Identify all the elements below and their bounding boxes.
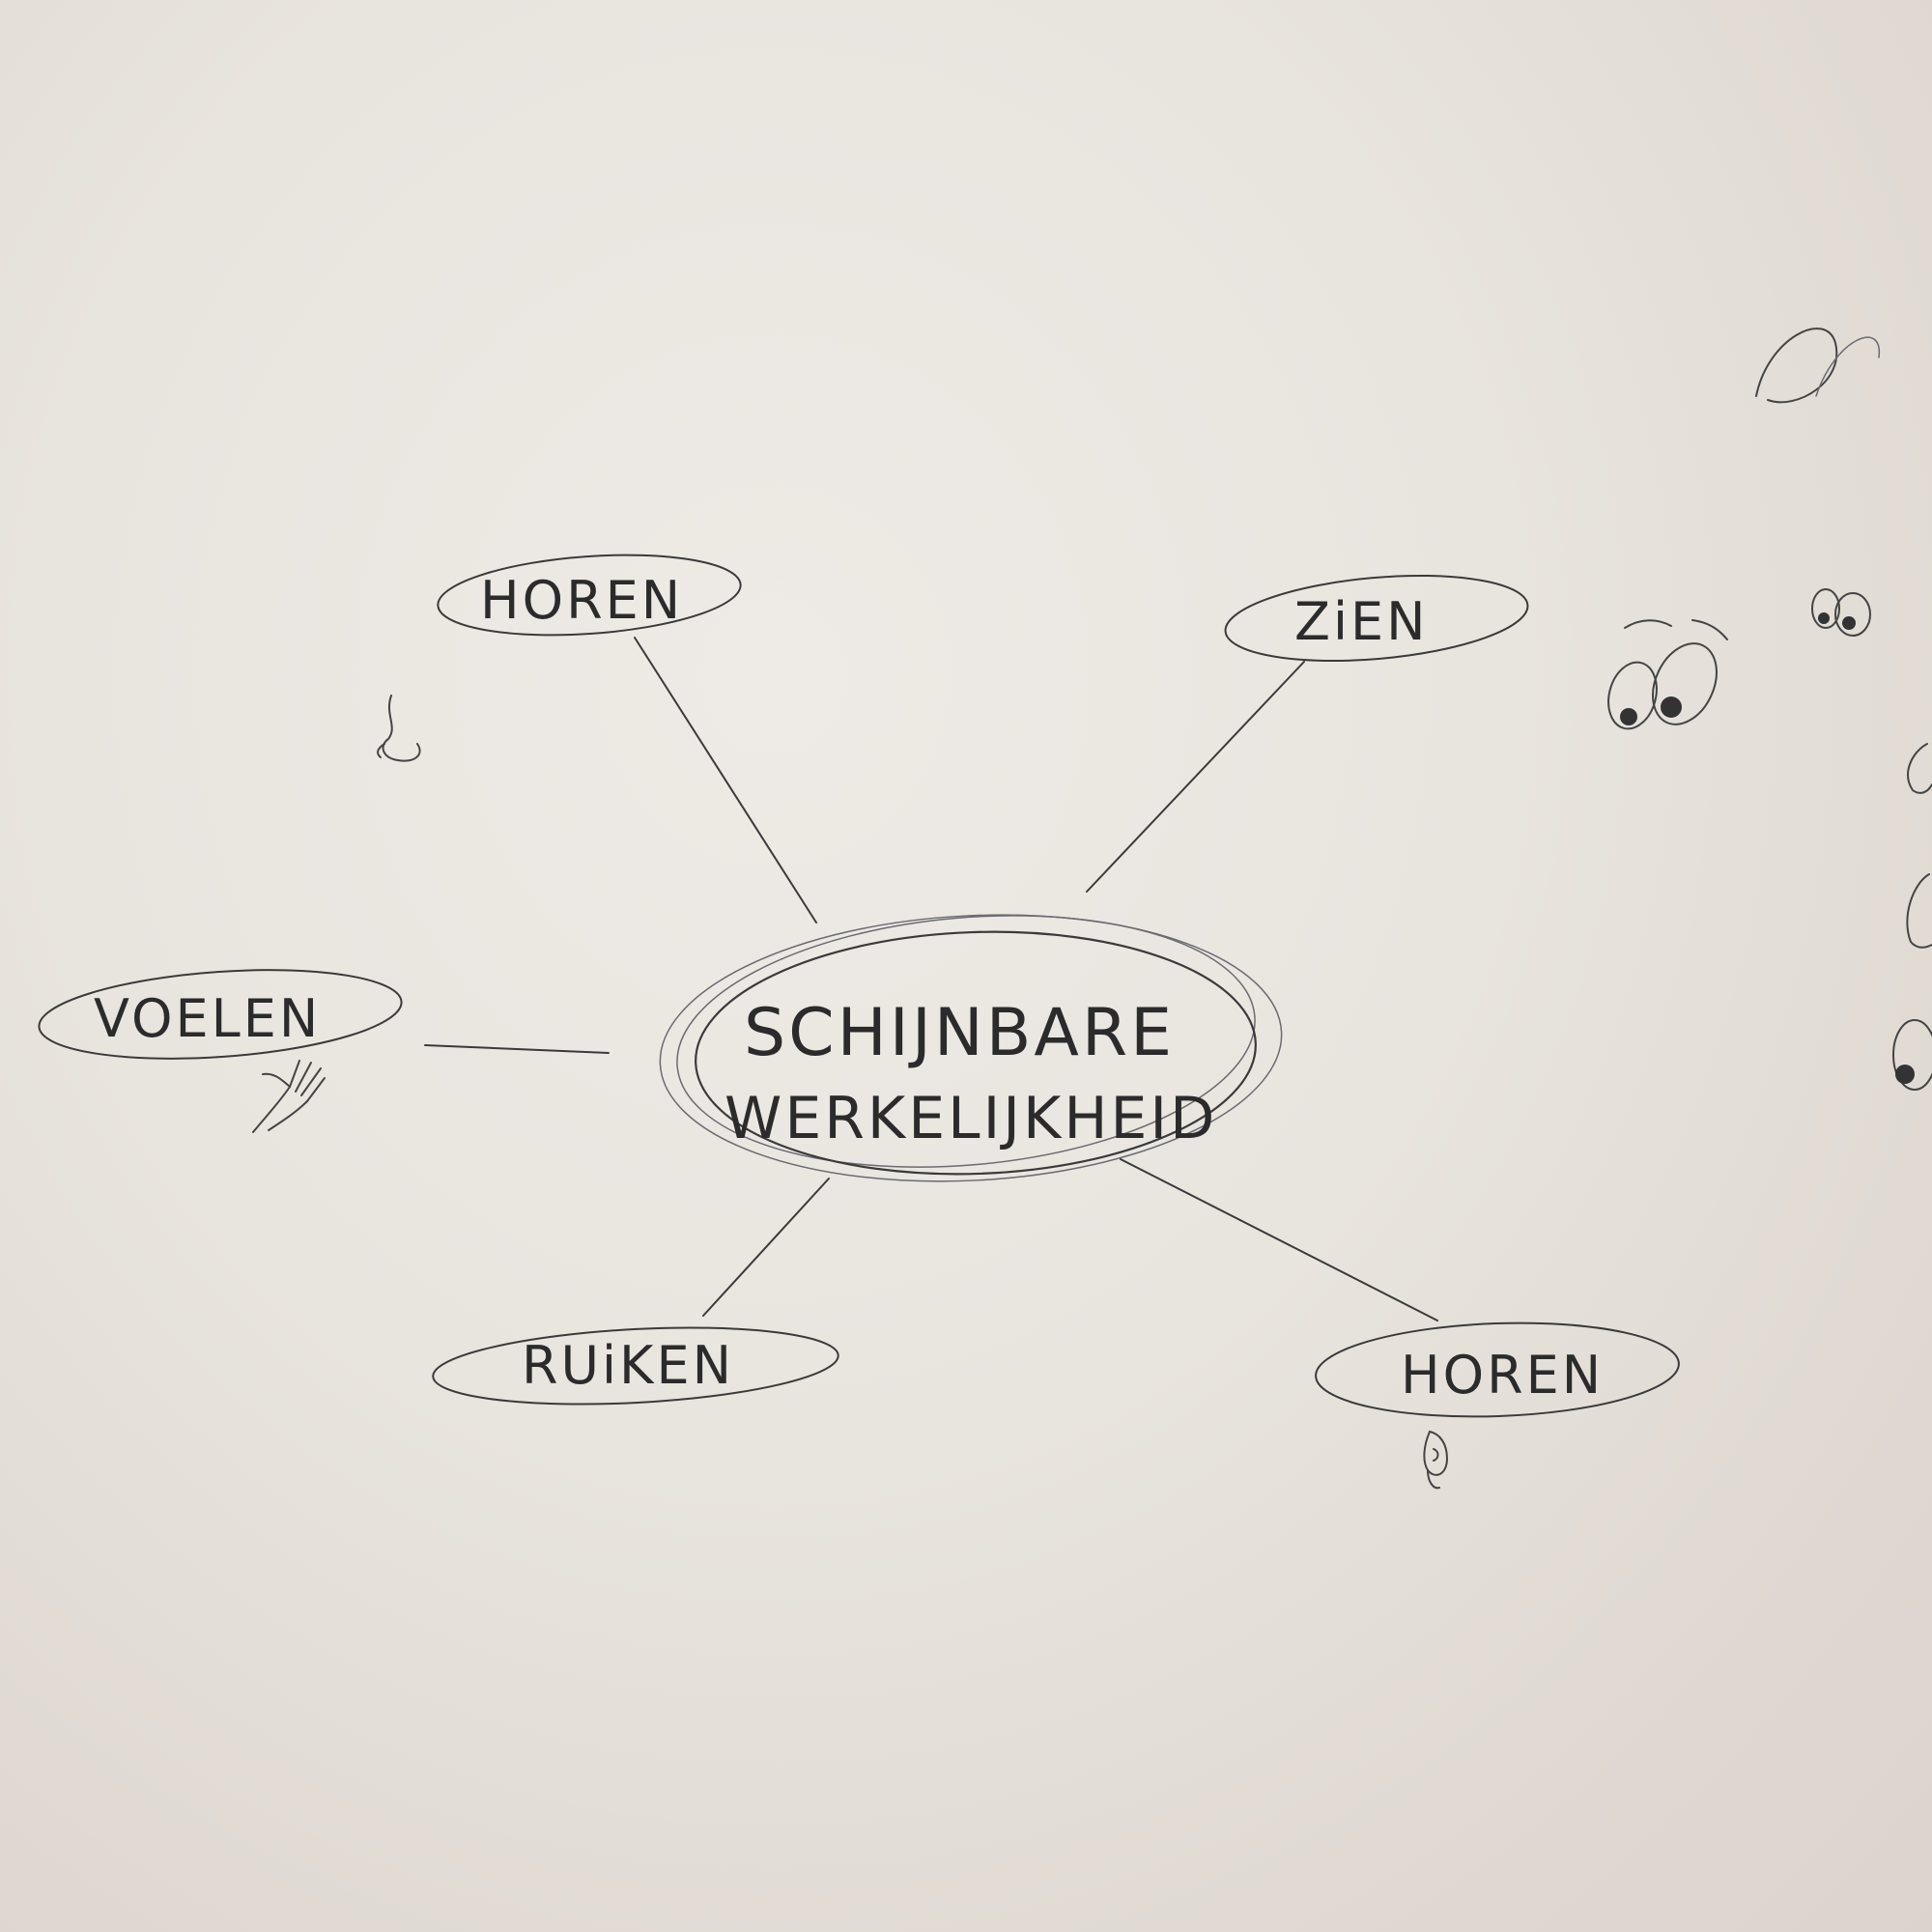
node-bottom-left-label: RUiKEN xyxy=(522,1335,734,1396)
center-node: SCHIJNBARE WERKELIJKHEID xyxy=(659,914,1283,1182)
connector-bottom-right xyxy=(1120,1158,1438,1321)
node-left: VOELEN xyxy=(38,969,403,1060)
node-top-right-label: ZiEN xyxy=(1294,591,1429,652)
node-top-right-ellipse xyxy=(1224,574,1529,663)
connector-left xyxy=(424,1044,610,1054)
node-top-left-ellipse xyxy=(437,554,742,637)
center-label-line2: WERKELIJKHEID xyxy=(724,1085,1217,1152)
hand-icon xyxy=(252,1060,326,1133)
center-label-line1: SCHIJNBARE xyxy=(744,995,1175,1071)
node-left-ellipse xyxy=(38,969,403,1060)
ear-icon xyxy=(1423,1430,1449,1490)
eyes-icon xyxy=(1607,588,1871,730)
center-ellipse-outer xyxy=(659,914,1283,1182)
nose-icon xyxy=(377,695,421,762)
node-top-left: HOREN xyxy=(437,554,742,637)
node-bottom-left: RUiKEN xyxy=(432,1326,839,1406)
connector-bottom-left xyxy=(702,1178,830,1317)
node-left-label: VOELEN xyxy=(94,988,321,1049)
margin-doodles xyxy=(1755,327,1932,1091)
center-ellipse-mid xyxy=(676,915,1256,1168)
connector-lines xyxy=(424,637,1438,1321)
node-bottom-right-ellipse xyxy=(1315,1321,1680,1418)
node-bottom-right: HOREN xyxy=(1315,1321,1680,1418)
node-bottom-left-ellipse xyxy=(432,1326,839,1406)
center-ellipse-inner xyxy=(695,930,1257,1176)
connector-top-right xyxy=(1086,661,1305,893)
node-top-right: ZiEN xyxy=(1224,574,1529,663)
node-top-left-label: HOREN xyxy=(480,570,683,631)
connector-top-left xyxy=(634,637,817,923)
node-bottom-right-label: HOREN xyxy=(1401,1345,1604,1406)
